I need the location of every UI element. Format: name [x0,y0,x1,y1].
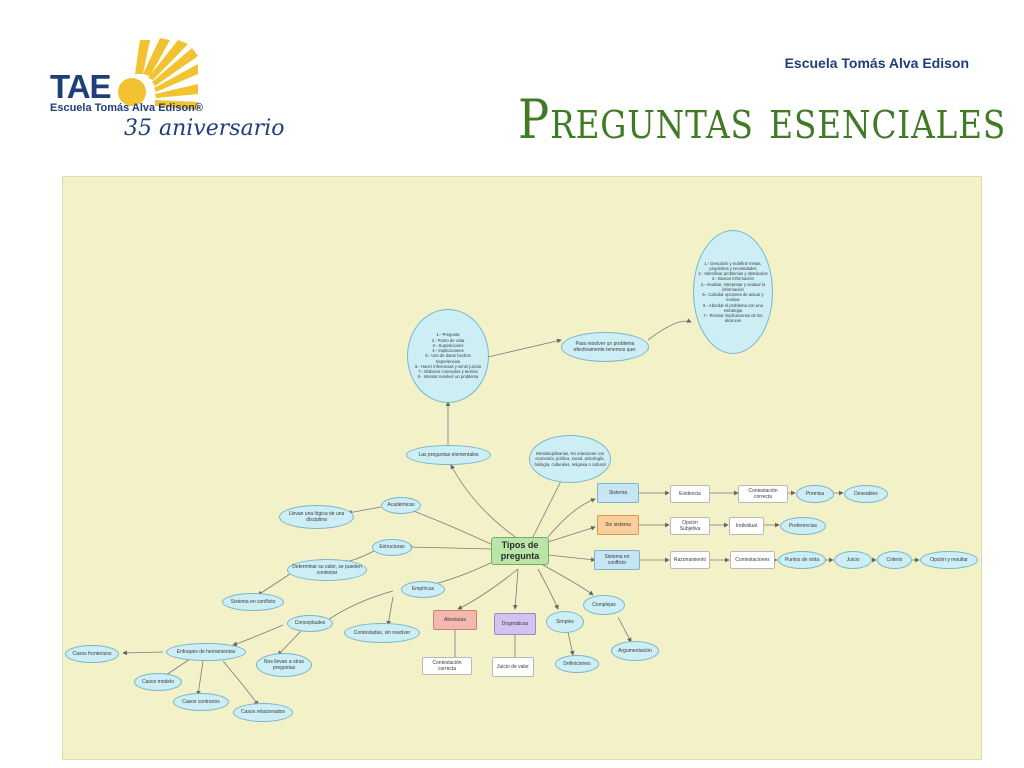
razonamiento-node: Razonamiento [670,551,710,569]
juicio-node: Juicio [834,551,872,569]
premisa-node: Premisa [796,485,834,503]
juicio-valor-node: Juicio de valor [492,657,534,677]
page-title: Preguntas esenciales [518,88,1007,151]
complejas-node: Complejas [583,595,625,615]
interdisciplinarias-node: Interdisciplinarias, No relacionan con e… [529,435,611,483]
simples-node: Simples [546,611,584,633]
contestacion-correcta-node: Contestación correcta [422,657,472,675]
sistema-conflicto-left-node: Sistema en conflicto [222,593,284,611]
pasos-list-node: 1.- Descubrir y redefinir metas, propósi… [693,230,773,354]
dogmaticas-node: Dogmáticas [494,613,536,635]
definiciones-node: Definiciones [555,655,599,673]
absolutas-node: Absolutas [433,610,477,630]
opcion-subjetiva-node: Opción Subjetiva [670,517,710,535]
nos-lleva-node: Nos llevan a otras preguntas [256,653,312,677]
individual-node: Individual [729,517,764,535]
casos-contrarios-node: Casos contrarios [173,693,229,711]
logo-anniversary: 35 aniversario [124,116,285,141]
lenguaje-node: Llevan una lógica de una disciplina [279,505,354,529]
logo-text: TAE [50,68,112,105]
evidencia-node: Evidencia [670,485,710,503]
estructuras-node: Estructuras [372,539,412,556]
casos-relacionados-node: Casos relacionados [233,703,293,722]
concept-map: 1.- Pregunta 2.- Punto de vista 3.- Supo… [62,176,982,760]
contestaciones-node: Contestaciones [730,551,775,569]
sun-logo-icon [118,38,198,110]
preguntas-elementales-node: Las preguntas elementales [406,445,491,465]
enfoques-node: Enfoques de herramientas [166,643,246,661]
connector-lines [122,318,920,706]
argumentacion-node: Argumentación [611,641,659,661]
sistema-conflicto-node: Sistema en conflicto [594,550,640,570]
cerebro-list-node: 1.- Pregunta 2.- Punto de vista 3.- Supo… [407,309,489,403]
contestadas-node: Contestadas, sin resolver [344,623,420,643]
casos-frontera-node: Casos fronterizos [65,645,119,663]
sistema-node: Sistema [597,483,639,503]
puntos-vista-node: Puntos de vista [778,551,826,569]
determinar-node: Determinar su valor, se pueden contestar [287,559,367,581]
contestacion-correcta-right-node: Contestación correcta [738,485,788,503]
academicas-node: Académicas [381,497,421,514]
pensar-node: Para resolver un problema efectivamente … [561,332,649,362]
casos-modelo-node: Casos modelo [134,673,182,691]
school-logo: TAE Escuela Tomás Alva Edison® 35 aniver… [40,30,320,170]
logo-school-name: Escuela Tomás Alva Edison® [50,102,203,114]
deseables-node: Deseables [844,485,888,503]
empiricas-node: Empíricas [401,581,445,598]
criterio-node: Criterio [877,551,912,569]
opcion-resultar-node: Opción y resultar [920,551,978,569]
sin-sistema-node: Sin sistema [597,515,639,535]
conceptuales-node: Conceptuales [287,615,333,632]
tipos-pregunta-center-node: Tipos de pregunta [491,537,549,565]
preferencias-node: Preferencias [780,517,826,535]
school-name: Escuela Tomás Alva Edison [784,55,969,71]
